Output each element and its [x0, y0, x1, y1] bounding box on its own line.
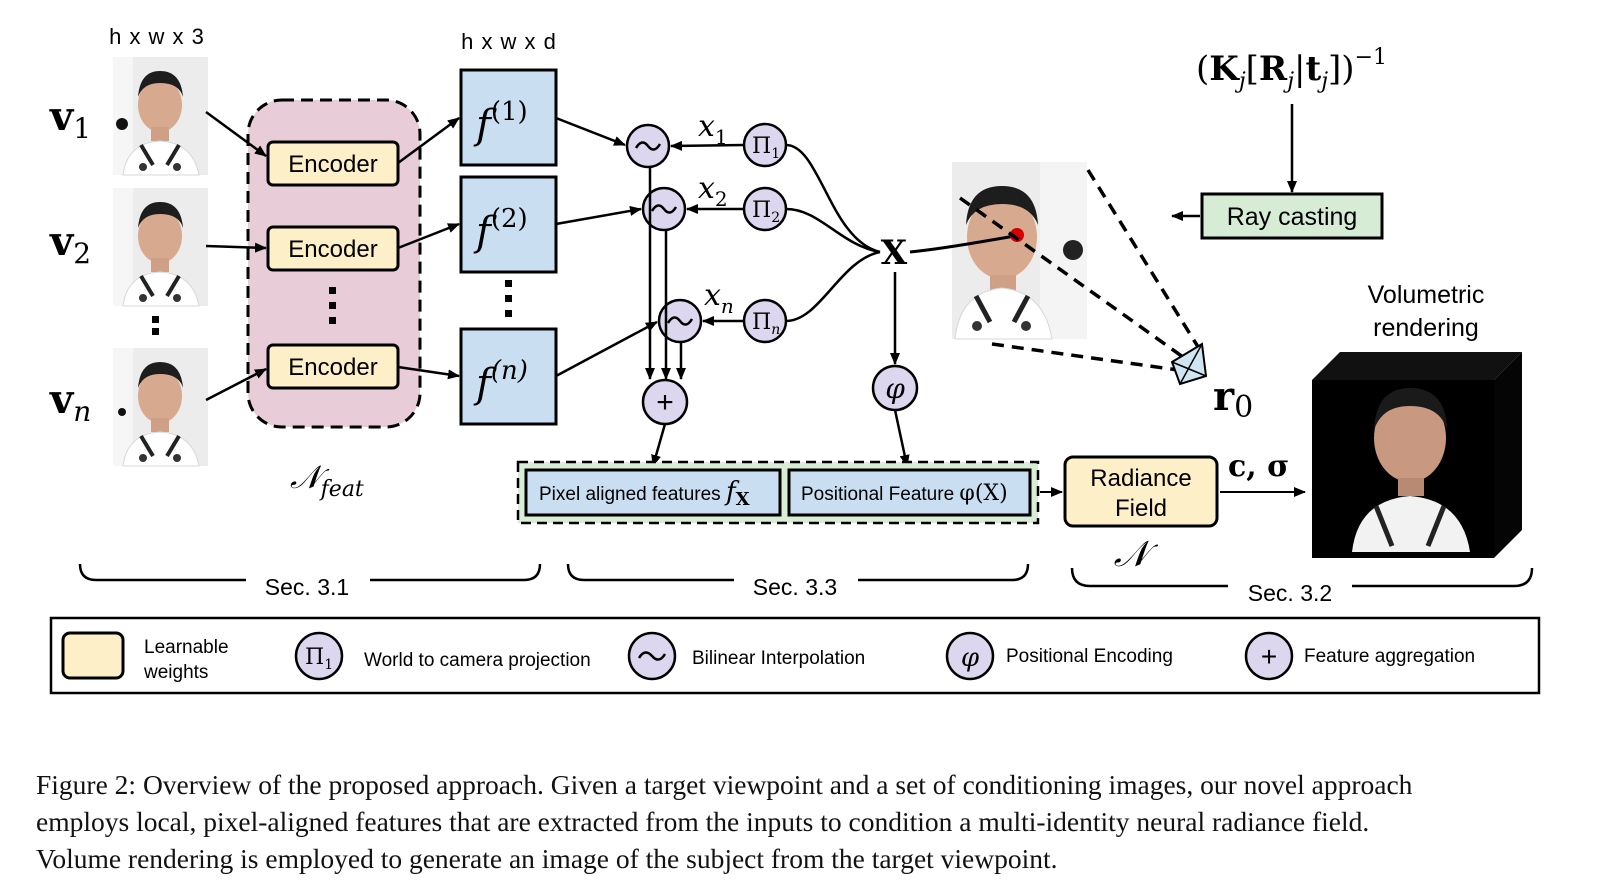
- section-brace-2: [1070, 567, 1534, 588]
- pixel-aligned-features-box: Pixel aligned features fX: [524, 468, 782, 517]
- svg-text:Π1: Π1: [305, 645, 333, 673]
- encoder-network-label: 𝒩feat: [290, 458, 364, 502]
- view-label-1: v1: [49, 93, 91, 145]
- legend-posenc-text: Positional Encoding: [1006, 646, 1173, 667]
- legend-bilinear-text: Bilinear Interpolation: [692, 648, 865, 669]
- input-image-1: [111, 55, 210, 177]
- svg-text:Encoder: Encoder: [288, 151, 377, 178]
- target-view-image: [952, 162, 1087, 340]
- caption-line-1: Figure 2: Overview of the proposed appro…: [36, 769, 1413, 800]
- positional-encoding-node: φ: [871, 364, 919, 412]
- svg-text:Πn: Πn: [752, 310, 780, 338]
- feature-aggregation-node: +: [641, 378, 689, 426]
- caption-line-2: employs local, pixel-aligned features th…: [36, 806, 1370, 837]
- legend-learnable-swatch: [61, 631, 125, 680]
- projection-node-1: Π1: [742, 122, 788, 168]
- sample-point: [1010, 228, 1024, 242]
- point-label: X: [881, 233, 908, 273]
- legend-posenc-icon: φ: [945, 631, 995, 681]
- encoder-ellipsis: [329, 287, 336, 324]
- svg-text:+: +: [1261, 641, 1277, 672]
- svg-text:+: +: [656, 386, 674, 419]
- radiance-network-label: 𝒩: [1114, 534, 1159, 575]
- svg-text:f(2): f(2): [473, 204, 528, 255]
- section-brace-3: [566, 563, 1030, 582]
- svg-text:Radiance: Radiance: [1090, 465, 1191, 492]
- legend-learnable-line1: Learnable: [144, 637, 229, 658]
- figure-caption: Figure 2: Overview of the proposed appro…: [36, 766, 1606, 877]
- svg-text:Π2: Π2: [752, 198, 780, 226]
- svg-text:Positional Feature φ(X): Positional Feature φ(X): [801, 481, 1008, 506]
- section-label-2: Sec. 3.3: [753, 574, 837, 600]
- bilinear-interp-2: [641, 186, 687, 232]
- volumetric-label-line1: Volumetric: [1368, 281, 1485, 309]
- x-label-n: xn: [704, 278, 734, 318]
- encoder-box-2: Encoder: [266, 225, 400, 272]
- svg-text:Field: Field: [1115, 495, 1167, 522]
- svg-text:Ray casting: Ray casting: [1227, 203, 1358, 231]
- x-label-1: x1: [698, 109, 728, 149]
- encoder-box-n: Encoder: [266, 343, 400, 390]
- svg-text:φ: φ: [885, 372, 905, 405]
- input-image-2: [111, 186, 210, 308]
- legend-projection-icon: Π1: [294, 631, 344, 681]
- projection-node-n: Πn: [742, 298, 788, 344]
- ray-origin-label: r0: [1213, 373, 1253, 425]
- svg-text:φ: φ: [961, 643, 980, 673]
- positional-feature-box: Positional Feature φ(X): [787, 468, 1032, 517]
- svg-text:Π1: Π1: [752, 134, 780, 162]
- feature-dim-label: h x w x d: [461, 29, 557, 54]
- legend-learnable-line2: weights: [143, 662, 208, 683]
- legend-aggregation-text: Feature aggregation: [1304, 646, 1475, 667]
- section-label-3: Sec. 3.2: [1248, 580, 1332, 606]
- volumetric-render-cube: [1312, 352, 1522, 558]
- input-image-n: [111, 346, 210, 468]
- camera-matrix-label: (Kj[Rj|tj])−1: [1196, 45, 1387, 94]
- legend-bilinear-icon: [627, 631, 677, 681]
- x-label-2: x2: [698, 171, 728, 211]
- projection-node-2: Π2: [742, 186, 788, 232]
- view-label-n: vn: [49, 376, 91, 428]
- svg-text:Encoder: Encoder: [288, 354, 377, 381]
- svg-text:Encoder: Encoder: [288, 236, 377, 263]
- camera-rays: [958, 169, 1202, 372]
- view-label-2: v2: [49, 218, 91, 270]
- radiance-output-label: c, σ: [1228, 449, 1289, 484]
- feature-map-1: f(1): [459, 68, 558, 167]
- input-dim-label: h x w x 3: [109, 24, 205, 49]
- encoder-box-1: Encoder: [266, 140, 400, 187]
- bilinear-interp-1: [625, 123, 671, 169]
- section-brace-1: [78, 563, 542, 582]
- feature-map-2: f(2): [459, 175, 558, 274]
- camera-icon: [1170, 342, 1208, 386]
- legend-projection-text: World to camera projection: [364, 650, 591, 671]
- volumetric-label-line2: rendering: [1373, 314, 1479, 342]
- caption-line-3: Volume rendering is employed to generate…: [36, 843, 1058, 874]
- feature-ellipsis: [505, 280, 512, 317]
- feature-map-n: f(n): [459, 327, 558, 426]
- ray-casting-box: Ray casting: [1200, 192, 1384, 240]
- radiance-field-box: Radiance Field: [1063, 455, 1219, 528]
- section-label-1: Sec. 3.1: [265, 574, 349, 600]
- views-ellipsis: [152, 316, 159, 335]
- legend-aggregation-icon: +: [1244, 631, 1294, 681]
